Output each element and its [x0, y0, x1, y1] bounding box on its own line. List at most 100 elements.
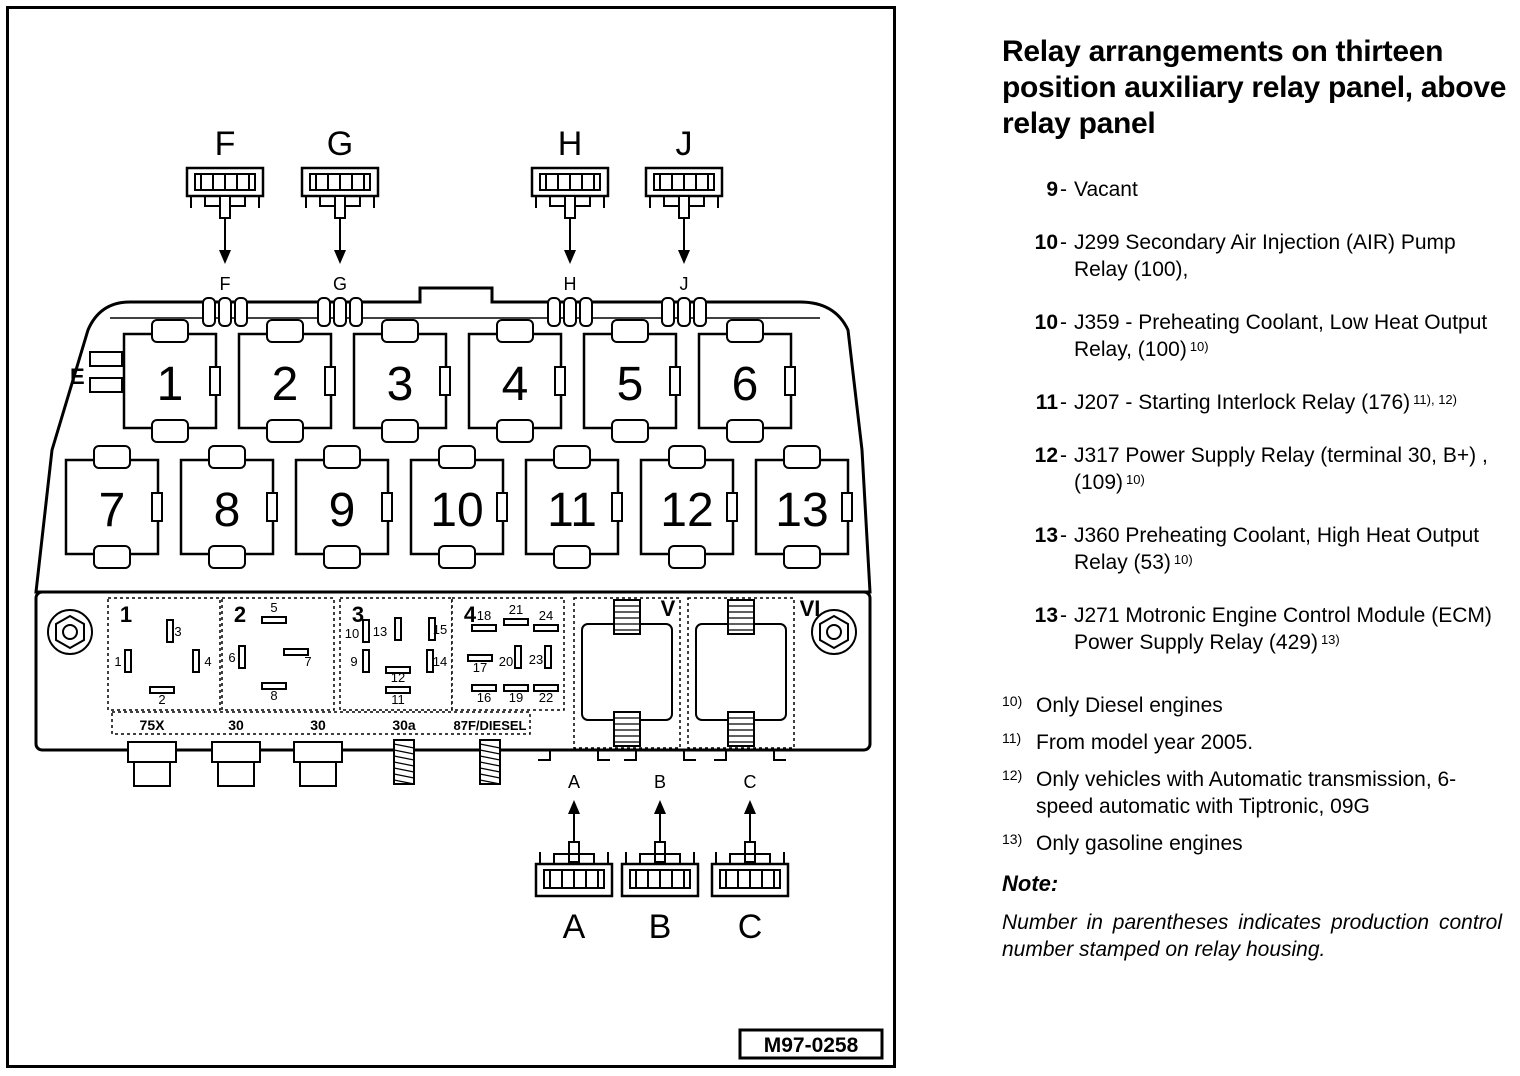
socket-pin-label: 20	[499, 654, 513, 669]
relay-position-6: 6	[697, 319, 796, 443]
footnote-text: From model year 2005.	[1036, 731, 1254, 754]
relay-number: 1	[157, 358, 184, 411]
bottom-connector-b: BB	[620, 749, 700, 946]
socket-pin-label: 24	[539, 608, 553, 623]
footnote-number: 11)	[1002, 730, 1022, 746]
socket-pin-label: 13	[373, 624, 387, 639]
legend-item: 9-Vacant	[1002, 176, 1512, 203]
relay-number: 9	[329, 484, 356, 537]
terminal-label: 30	[228, 717, 244, 733]
relay-position-8: 8	[179, 445, 278, 569]
bottom-connector-label: C	[738, 908, 763, 946]
legend-item-dash: -	[1060, 444, 1067, 467]
legend-item-number: 13	[1034, 524, 1058, 547]
legend-item-description: J207 - Starting Interlock Relay (176)	[1074, 391, 1411, 414]
legend-item-footnote-ref: 13)	[1320, 632, 1340, 647]
relay-position-13: 13	[754, 445, 853, 569]
note-heading: Note:	[1002, 871, 1059, 896]
socket-pin-label: 18	[477, 608, 491, 623]
footnote-number: 10)	[1002, 693, 1023, 709]
footnote: 11) From model year 2005.	[1002, 729, 1512, 756]
socket-pin-label: 23	[529, 652, 543, 667]
terminal-1: 30	[211, 717, 261, 787]
socket-pin-label: 9	[350, 654, 357, 669]
fuse-holder-label: V	[661, 596, 676, 621]
legend: Relay arrangements on thirteen position …	[1002, 34, 1512, 963]
socket-pin-label: 10	[345, 626, 359, 641]
legend-item-description: J271 Motronic Engine Control Module (ECM…	[1074, 604, 1492, 654]
top-connector-label: F	[215, 125, 236, 163]
legend-item: 12-J317 Power Supply Relay (terminal 30,…	[1002, 442, 1512, 496]
relay-position-1: 1	[122, 319, 221, 443]
legend-item-dash: -	[1060, 178, 1067, 201]
legend-item-text: J271 Motronic Engine Control Module (ECM…	[1074, 602, 1512, 656]
legend-item-text: J317 Power Supply Relay (terminal 30, B+…	[1074, 442, 1512, 496]
socket-pin-label: 17	[473, 660, 487, 675]
bottom-connector-a: AA	[534, 749, 614, 946]
relay-position-12: 12	[639, 445, 738, 569]
bottom-connector-mark: B	[654, 772, 666, 792]
top-connector-h: HH	[530, 125, 610, 327]
legend-item-description: J360 Preheating Coolant, High Heat Outpu…	[1074, 524, 1480, 574]
legend-item-description: J317 Power Supply Relay (terminal 30, B+…	[1074, 444, 1488, 494]
legend-item-footnote-ref: 11), 12)	[1413, 392, 1457, 407]
top-connector-label: J	[676, 125, 693, 163]
legend-item-dash: -	[1060, 311, 1067, 334]
socket-pin-label: 1	[114, 654, 121, 669]
legend-item: 10-J299 Secondary Air Injection (AIR) Pu…	[1002, 229, 1512, 283]
legend-item-description: J359 - Preheating Coolant, Low Heat Outp…	[1074, 311, 1488, 361]
footnote-text: Only vehicles with Automatic transmissio…	[1036, 768, 1457, 818]
figure-id: M97-0258	[764, 1034, 859, 1057]
terminal-3: 30a	[392, 717, 416, 785]
legend-item: 11-J207 - Starting Interlock Relay (176)…	[1002, 389, 1512, 416]
socket-pin-label: 19	[509, 690, 523, 705]
legend-item-dash: -	[1060, 391, 1067, 414]
relay-position-2: 2	[237, 319, 336, 443]
footnote: 13)Only gasoline engines	[1002, 830, 1512, 857]
legend-item: 13-J271 Motronic Engine Control Module (…	[1002, 602, 1512, 656]
socket-number: 1	[120, 602, 132, 627]
terminal-label: 87F/DIESEL	[454, 718, 527, 733]
relay-number: 11	[547, 484, 597, 537]
socket-number: 2	[234, 602, 246, 627]
socket-pin-label: 7	[304, 654, 311, 669]
footnote-number: 12)	[1002, 767, 1023, 783]
diagram-frame	[6, 6, 896, 1068]
relay-position-10: 10	[409, 445, 508, 569]
socket-number: 4	[464, 602, 477, 627]
socket-number: 3	[352, 602, 364, 627]
legend-item-number: 12	[1034, 444, 1058, 467]
legend-title: Relay arrangements on thirteen position …	[1002, 35, 1507, 140]
top-connector-mark: J	[680, 274, 689, 294]
terminal-4: 87F/DIESEL	[454, 718, 527, 785]
relay-position-3: 3	[352, 319, 451, 443]
legend-item: 13-J360 Preheating Coolant, High Heat Ou…	[1002, 522, 1512, 576]
socket-pin-label: 11	[391, 692, 405, 707]
top-connector-mark: F	[220, 274, 231, 294]
legend-items: 9-Vacant 10-J299 Secondary Air Injection …	[1002, 176, 1512, 656]
bottom-connector-c: CC	[710, 749, 790, 946]
top-connector-mark: G	[333, 274, 347, 294]
legend-item-footnote-ref: 10)	[1173, 552, 1193, 567]
footnote-text: Only gasoline engines	[1036, 832, 1243, 855]
bottom-connector-label: B	[649, 908, 672, 946]
legend-item-text: J299 Secondary Air Injection (AIR) Pump …	[1074, 229, 1512, 283]
footnote-list: 10) Only Diesel engines 11) From model year…	[1002, 692, 1512, 857]
terminal-2: 30	[293, 717, 343, 787]
fuse-holder-vi: VI	[687, 596, 820, 749]
relay-number: 8	[214, 484, 241, 537]
legend-item-number: 13	[1034, 604, 1058, 627]
socket-pin-label: 14	[433, 654, 447, 669]
footnote-text: Only Diesel engines	[1036, 694, 1223, 717]
legend-item-footnote-ref: 10)	[1126, 472, 1145, 487]
bottom-connector-label: A	[563, 908, 586, 946]
top-connector-label: H	[558, 125, 583, 163]
socket-pin-label: 5	[270, 600, 277, 615]
legend-item-number: 11	[1035, 391, 1058, 414]
connector-e-label: E	[70, 364, 85, 389]
socket-pin-label: 22	[539, 690, 553, 705]
legend-item-description: Vacant	[1074, 178, 1138, 201]
